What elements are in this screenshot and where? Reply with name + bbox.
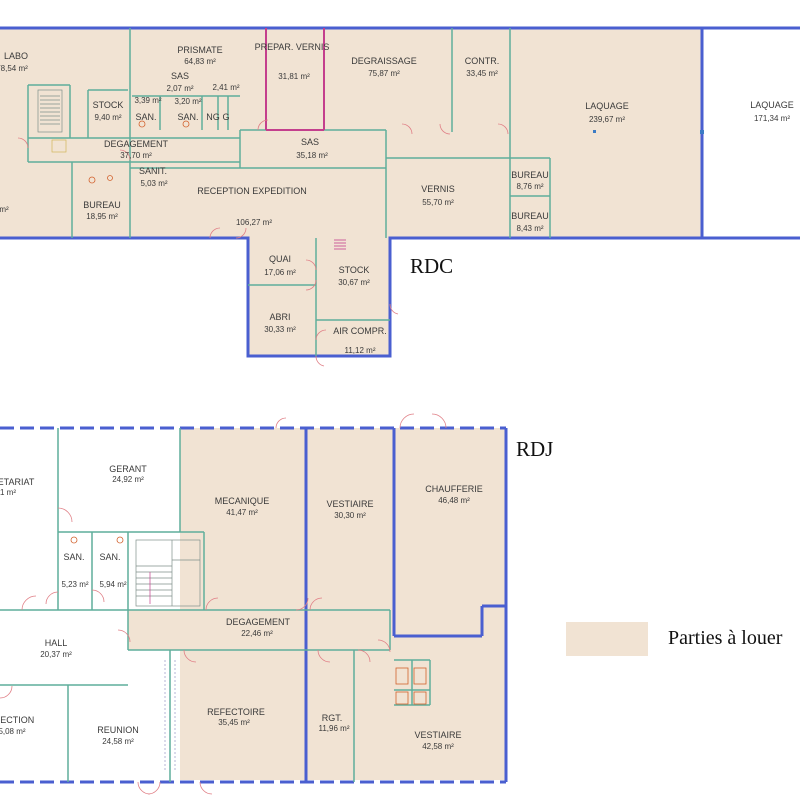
room-name: DEGAGEMENT [226,617,291,627]
room-name: SAN. [63,552,84,562]
room-small-label: SAN. [177,112,198,122]
room-name: DEGRAISSAGE [351,56,417,66]
room-name: CONTR. [465,56,500,66]
room-area: 3,20 m² [174,97,201,106]
room-name: ABRI [269,312,290,322]
room-name: MECANIQUE [215,496,270,506]
room-area: 5,23 m² [61,580,88,589]
room-area: 55,70 m² [422,198,454,207]
legend-label: Parties à louer [668,627,783,649]
room-area: 41,47 m² [226,508,258,517]
room-name: QUAI [269,254,291,264]
room-name: RECTION [0,715,34,725]
room-small-label: SAN. [135,112,156,122]
room-area: 8,43 m² [516,224,543,233]
room-area: 1 m² [0,488,16,497]
room-area: 20,37 m² [40,650,72,659]
level-label-rdc: RDC [410,254,453,278]
room-area: 30,67 m² [338,278,370,287]
room-area: 75,87 m² [368,69,400,78]
room-area: 42,58 m² [422,742,454,751]
room-area: 18,95 m² [86,212,118,221]
room-area: 64,83 m² [184,57,216,66]
room-name: DEGAGEMENT [104,139,169,149]
room-name: STOCK [93,100,124,110]
room-area: 239,67 m² [589,115,625,124]
room-area: 8,76 m² [516,182,543,191]
room-area: 11,12 m² [345,346,376,355]
room-area: 3,39 m² [134,96,161,105]
room-name: REUNION [97,725,139,735]
room-name: VERNIS [421,184,455,194]
rdj-plan [0,413,508,795]
room-name: LAQUAGE [585,101,629,111]
legend: Parties à louer [566,622,783,656]
room-name: AIR COMPR. [333,326,387,336]
room-area: 24,92 m² [112,475,144,484]
room-area: 2,07 m² [166,84,193,93]
room-name: PRISMATE [177,45,222,55]
room-area: 2,41 m² [212,83,239,92]
room-name: VESTIAIRE [414,730,461,740]
room-area: 33,45 m² [466,69,498,78]
rdj-room-labels: ETARIAT 1 m² GERANT 24,92 m² MECANIQUE 4… [0,464,483,751]
room-area: 31,81 m² [278,72,310,81]
room-name: PREPAR. VERNIS [255,42,330,52]
room-name: HALL [45,638,68,648]
room-area: 5,08 m² [0,727,26,736]
room-area: 30,33 m² [264,325,296,334]
rdc-plan [0,26,800,367]
rdc-room-labels: LABO 78,54 m² PRISMATE 64,83 m² PREPAR. … [0,42,794,355]
room-area: 35,45 m² [218,718,250,727]
room-name: SAS [171,71,189,81]
room-name: BUREAU [511,170,549,180]
room-small-label: NG [206,112,220,122]
room-area: 11,96 m² [319,724,350,733]
room-name: BUREAU [83,200,121,210]
room-area: 22,46 m² [241,629,273,638]
room-name: RECEPTION EXPEDITION [197,186,307,196]
room-area: 9,40 m² [94,113,121,122]
room-area: 37,70 m² [120,151,152,160]
room-name: VESTIAIRE [326,499,373,509]
room-area: 106,27 m² [236,218,272,227]
room-area: 17,06 m² [264,268,296,277]
room-name: STOCK [339,265,370,275]
room-small-label: G [222,112,229,122]
legend-swatch [566,622,648,656]
level-label-rdj: RDJ [516,437,553,461]
room-area: 5,94 m² [99,580,126,589]
room-name: SAS [301,137,319,147]
room-name: ETARIAT [0,477,35,487]
room-area: 5,03 m² [140,179,167,188]
room-name: REFECTOIRE [207,707,265,717]
room-name: LABO [4,51,28,61]
room-name: GERANT [109,464,147,474]
room-area: 35,18 m² [296,151,328,160]
room-area: 30,30 m² [334,511,366,520]
room-area: 78,54 m² [0,64,28,73]
room-name: SAN. [99,552,120,562]
room-name: RGT. [322,713,343,723]
room-name: BUREAU [511,211,549,221]
room-area: m² [0,205,9,214]
room-name: LAQUAGE [750,100,794,110]
room-name: SANIT. [139,166,167,176]
room-area: 24,58 m² [102,737,134,746]
room-name: CHAUFFERIE [425,484,483,494]
room-area: 46,48 m² [438,496,470,505]
room-area: 171,34 m² [754,114,790,123]
